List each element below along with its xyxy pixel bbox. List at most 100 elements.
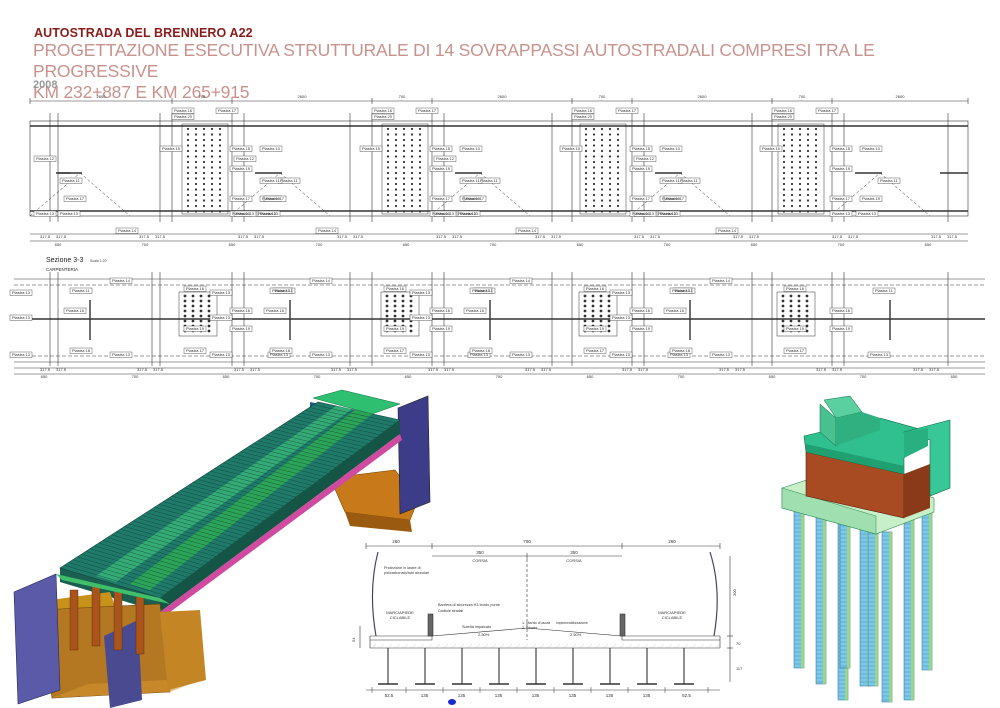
cs-sidewalk-right-1: MARCIAPIEDE [658,610,686,615]
bolt [789,309,793,313]
bolt [583,319,587,323]
bolt [202,155,206,158]
plate-label: Piastra 15 [162,146,181,151]
bolt [583,314,587,318]
bolt [591,294,595,298]
plate-label: Piastra 17 [218,108,237,113]
section-bottom-dim: 700 [132,374,139,379]
bolt [790,171,794,175]
plate-label: Piastra 13 [512,352,531,357]
bolt [386,160,390,164]
bolt [186,166,190,169]
bolt [402,199,406,202]
plate-label: Piastra 17 [432,196,451,201]
plate-label: Piastra 13 [870,352,889,357]
bolt [781,294,785,298]
plate-label: Piastra 13 [112,352,131,357]
section-sub-dim: 317.5 [40,367,51,372]
bolt [202,182,206,186]
bolt [194,171,198,175]
section-sub-dim: 317.5 [816,367,827,372]
bolt [394,127,398,131]
bolt [607,309,611,313]
cs-lane-1: CORSIA [472,558,488,563]
bolt [210,171,214,175]
bolt [393,314,397,318]
plate-label: Piastra 13 [858,211,877,216]
bolt [199,304,203,308]
plate-label: Piastra 17 [832,196,851,201]
cs-lane-dim-1: 350 [476,550,484,555]
plate-label: Piastra 13 [60,211,79,216]
bolt [806,210,810,213]
plate-label: Piastra 13 [658,211,677,216]
bolt [790,199,794,202]
bolt [207,294,211,298]
bolt [608,166,612,169]
bolt [191,319,195,323]
bolt [608,160,612,164]
bolt [599,304,603,308]
section-sub-dim: 317.5 [541,367,552,372]
bolt [186,155,190,158]
bolt [616,210,620,213]
bolt [592,138,596,142]
bolt [592,188,596,191]
bolt [806,149,810,153]
bolt [410,138,414,142]
bolt [591,314,595,318]
cs-bottom-dim: 52.5 [682,693,691,698]
bolt [600,199,604,202]
bolt [191,294,195,298]
plan-sub-dim: 317.5 [733,234,744,239]
plate-label: Piastra 11 [475,288,493,293]
bolt [199,299,203,303]
plan-sub-dim: 317.5 [848,234,859,239]
section-bottom-dim: 650 [951,374,958,379]
bolt [218,144,222,147]
bolt [394,177,398,180]
bolt [608,177,612,180]
bolt [402,210,406,213]
bolt [798,166,802,169]
bolt [592,193,596,197]
bolt [210,193,214,197]
plate-label: Piastra 11 [262,178,280,183]
bolt [186,199,190,202]
plate-label: Piastra 16 [666,308,685,313]
plate-label: Piastra 11 [62,178,80,183]
plate-label: Piastra 12 [436,156,455,161]
plate-label: Piastra 19 [632,166,651,171]
bolt [583,299,587,303]
bolt [186,210,190,213]
plate-label: Piastra 12 [36,156,55,161]
bolt [798,204,802,208]
bolt [401,319,405,323]
bolt [584,155,588,158]
plate-label: Piastra 17 [186,348,205,353]
bolt [608,182,612,186]
section-sub-dim: 317.5 [525,367,536,372]
bolt [194,138,198,142]
bolt [607,304,611,308]
plan-sub-dim: 317.5 [353,234,364,239]
bolt [781,329,785,333]
plate-label: Piastra 17 [418,108,437,113]
bolt [394,144,398,147]
section-sub-dim: 317.5 [913,367,924,372]
bolt [608,210,612,213]
bolt [814,166,818,169]
plate-label: Piastra 16 [832,308,851,313]
bolt [194,193,198,197]
bolt [805,304,809,308]
bolt [781,299,785,303]
cs-note-membrane: Impermeabilizzazione [556,621,588,625]
section-subtitle: CARPENTERIA [46,267,78,272]
bolt [386,166,390,169]
plate-label: Piastra 17 [632,196,651,201]
cs-note-barrier: Barriera di sicurezza H3 bordo ponte [438,603,500,607]
section-bottom-dim: 650 [769,374,776,379]
